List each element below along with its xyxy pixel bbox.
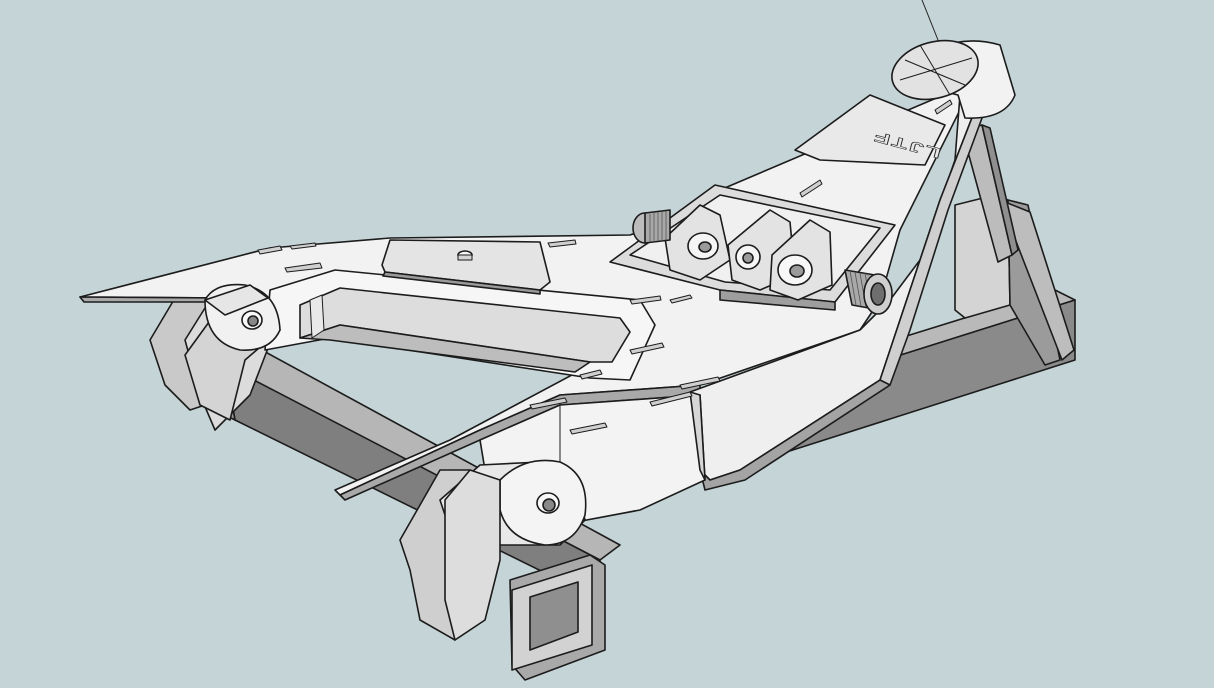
center-cover-plate[interactable] (381, 239, 551, 295)
hinge-knuckle-left[interactable] (664, 204, 731, 281)
left-pivot-boss-front[interactable] (399, 459, 587, 641)
knurled-roller-right[interactable] (844, 269, 893, 315)
pivot-shaft[interactable] (961, 124, 1019, 263)
rear-upright-bracket[interactable] (954, 194, 1075, 366)
top-pivot-cap[interactable] (885, 32, 1016, 119)
engraved-tag-plate[interactable]: LJTF (794, 94, 946, 166)
knurled-roller-left[interactable] (632, 209, 671, 244)
left-arm-box[interactable] (264, 269, 656, 381)
right-arm-box[interactable] (689, 94, 983, 491)
left-pivot-boss-rear[interactable] (184, 283, 281, 421)
square-tube-end[interactable] (509, 554, 606, 681)
plate-slots (257, 99, 953, 435)
hinge-knuckle-right[interactable] (769, 219, 833, 301)
